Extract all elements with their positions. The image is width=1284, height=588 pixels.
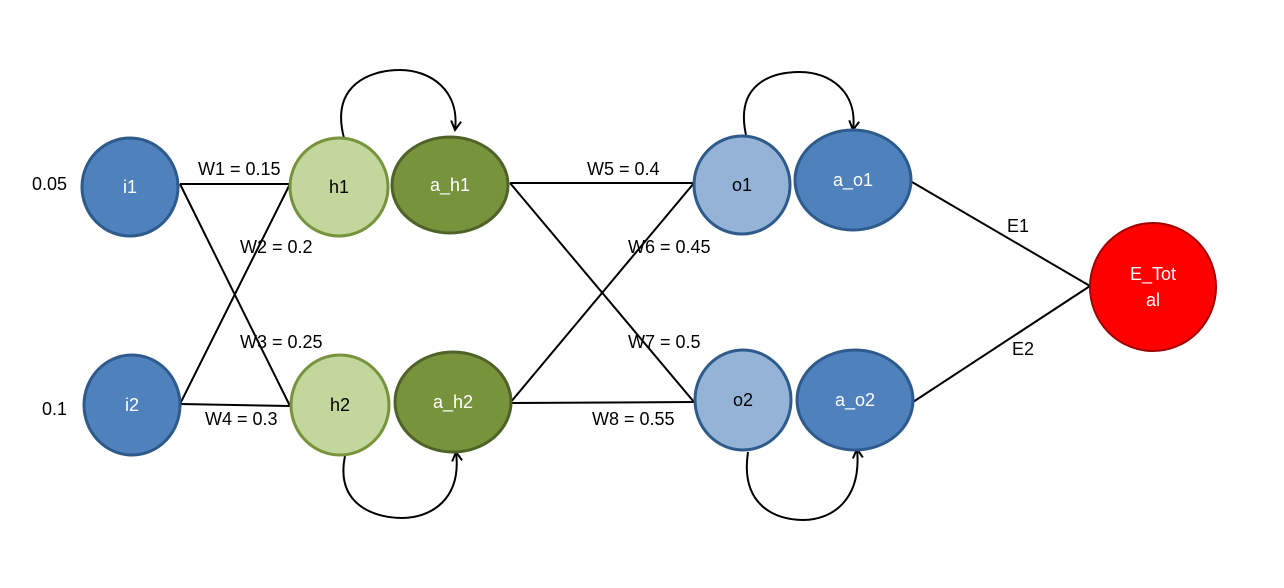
weight-label-w6: W6 = 0.45 <box>628 237 711 257</box>
node-o1-label: o1 <box>732 175 752 195</box>
error-node: E_Tot al <box>1089 222 1217 352</box>
edge-i2-h1 <box>179 183 291 405</box>
input-layer: i1 i2 0.05 0.1 <box>32 136 182 457</box>
error-label-e2: E2 <box>1012 339 1034 359</box>
weight-label-w7: W7 = 0.5 <box>628 332 701 352</box>
loop-arrow-h2 <box>342 452 456 520</box>
input-value-i2: 0.1 <box>42 399 67 419</box>
weight-label-w5: W5 = 0.4 <box>587 159 660 179</box>
edge-ao1-etotal <box>911 181 1091 287</box>
node-e-total-label-line1: E_Tot <box>1130 264 1176 285</box>
node-i2-label: i2 <box>125 395 139 415</box>
node-o1 <box>692 134 792 236</box>
output-layer: o1 o2 a_o1 a_o2 <box>692 128 915 452</box>
edge-ao2-etotal <box>912 285 1091 403</box>
hidden-layer: h1 h2 a_h1 a_h2 <box>288 135 513 457</box>
connections <box>179 181 1091 407</box>
node-a-o1 <box>793 128 913 232</box>
weight-labels: W1 = 0.15 W2 = 0.2 W3 = 0.25 W4 = 0.3 W5… <box>198 159 711 429</box>
error-labels: E1 E2 <box>1007 216 1034 359</box>
node-a-o2-label: a_o2 <box>835 390 875 411</box>
weight-label-w8: W8 = 0.55 <box>592 409 675 429</box>
loop-arrow-o2 <box>745 449 858 522</box>
input-value-i1: 0.05 <box>32 174 67 194</box>
node-i1-label: i1 <box>123 177 137 197</box>
loop-arrow-o1 <box>743 70 854 136</box>
node-a-h1-label: a_h1 <box>430 175 470 196</box>
node-h1 <box>288 136 390 238</box>
edge-i2-h2 <box>179 403 291 407</box>
node-a-o1-label: a_o1 <box>833 170 873 191</box>
weight-label-w2: W2 = 0.2 <box>240 237 313 257</box>
node-h1-label: h1 <box>329 177 349 197</box>
weight-label-w3: W3 = 0.25 <box>240 332 323 352</box>
node-a-h1 <box>390 135 510 235</box>
node-e-total <box>1089 222 1217 352</box>
node-h2-label: h2 <box>330 395 350 415</box>
node-o2 <box>693 348 793 452</box>
weight-label-w4: W4 = 0.3 <box>205 409 278 429</box>
node-o2-label: o2 <box>733 390 753 410</box>
node-h2 <box>289 353 391 457</box>
node-e-total-label-line2: al <box>1146 290 1160 310</box>
node-a-h2 <box>393 350 513 454</box>
loop-arrow-h1 <box>340 68 455 139</box>
edge-ah2-o2 <box>509 401 695 404</box>
node-a-o2 <box>795 348 915 452</box>
node-a-h2-label: a_h2 <box>433 392 473 413</box>
edge-ah2-o1 <box>509 182 695 404</box>
weight-label-w1: W1 = 0.15 <box>198 159 281 179</box>
node-i2 <box>82 353 182 457</box>
error-label-e1: E1 <box>1007 216 1029 236</box>
node-i1 <box>80 136 180 238</box>
activation-loops <box>340 68 858 522</box>
